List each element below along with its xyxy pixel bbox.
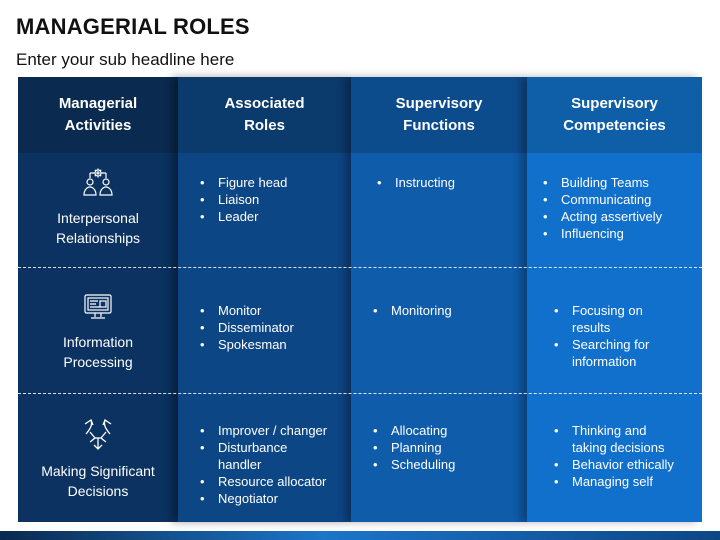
column-roles: Associated Roles Figure head Liaison Lea…	[178, 77, 351, 522]
row-divider	[18, 393, 702, 394]
page-subtitle: Enter your sub headline here	[16, 50, 235, 69]
list-item-line: Thinking and	[572, 423, 647, 438]
list-item: Figure head	[196, 174, 351, 191]
list-item-line: Disturbance	[218, 440, 288, 455]
list-item-line: taking decisions	[572, 440, 665, 455]
decision-arrows-icon	[81, 418, 115, 455]
functions-list: Instructing	[351, 153, 527, 191]
list-item: Negotiator	[196, 490, 351, 507]
header-line: Competencies	[563, 117, 666, 134]
list-item: Monitoring	[369, 302, 527, 319]
list-item: Spokesman	[196, 336, 351, 353]
functions-cell: Monitoring	[351, 267, 527, 393]
row-divider	[18, 267, 702, 268]
list-item: Influencing	[539, 225, 702, 242]
competencies-cell: Thinking and taking decisions Behavior e…	[527, 393, 702, 522]
activity-label: Interpersonal	[57, 210, 139, 226]
functions-cell: Allocating Planning Scheduling	[351, 393, 527, 522]
list-item: Behavior ethically	[550, 456, 702, 473]
list-item: Disturbance handler	[196, 439, 351, 473]
header-line: Managerial	[58, 95, 138, 112]
list-item-line: results	[572, 320, 611, 335]
header-activities: Managerial Activities	[18, 77, 178, 153]
list-item: Instructing	[373, 174, 527, 191]
list-item: Building Teams	[539, 174, 702, 191]
header-line: Supervisory	[395, 95, 483, 112]
list-item: Acting assertively	[539, 208, 702, 225]
functions-list: Allocating Planning Scheduling	[351, 393, 527, 473]
list-item: Scheduling	[369, 456, 527, 473]
list-item: Disseminator	[196, 319, 351, 336]
activity-label: Making Significant	[41, 463, 155, 479]
list-item: Managing self	[550, 473, 702, 490]
bottom-bar	[0, 531, 720, 540]
list-item: Liaison	[196, 191, 351, 208]
list-item-line: information	[572, 354, 637, 369]
competencies-cell: Focusing on results Searching for inform…	[527, 267, 702, 393]
activity-cell: Making Significant Decisions	[18, 393, 178, 522]
list-item: Allocating	[369, 422, 527, 439]
activity-label: Decisions	[67, 483, 129, 499]
header-roles: Associated Roles	[178, 77, 351, 153]
team-gear-icon	[81, 167, 115, 202]
list-item-line: Focusing on	[572, 303, 643, 318]
competencies-list: Thinking and taking decisions Behavior e…	[527, 393, 702, 490]
list-item: Monitor	[196, 302, 351, 319]
competencies-cell: Building Teams Communicating Acting asse…	[527, 153, 702, 267]
list-item: Planning	[369, 439, 527, 456]
list-item: Communicating	[539, 191, 702, 208]
roles-cell: Figure head Liaison Leader	[178, 153, 351, 267]
list-item: Leader	[196, 208, 351, 225]
list-item: Focusing on results	[550, 302, 702, 336]
list-item: Improver / changer	[196, 422, 351, 439]
column-functions: Supervisory Functions Instructing Monito…	[351, 77, 527, 522]
functions-cell: Instructing	[351, 153, 527, 267]
header-line: Activities	[64, 117, 132, 134]
header-line: Functions	[403, 117, 475, 134]
activity-cell: Interpersonal Relationships	[18, 153, 178, 267]
list-item: Resource allocator	[196, 473, 351, 490]
header-competencies: Supervisory Competencies	[527, 77, 702, 153]
roles-table: Managerial Activities	[18, 77, 702, 522]
header-line: Roles	[244, 117, 285, 134]
activity-label: Information	[62, 334, 134, 350]
header-functions: Supervisory Functions	[351, 77, 527, 153]
roles-list: Improver / changer Disturbance handler R…	[178, 393, 351, 507]
competencies-list: Focusing on results Searching for inform…	[527, 267, 702, 370]
column-activities: Managerial Activities	[18, 77, 178, 522]
list-item: Searching for information	[550, 336, 702, 370]
roles-cell: Improver / changer Disturbance handler R…	[178, 393, 351, 522]
list-item: Thinking and taking decisions	[550, 422, 702, 456]
roles-list: Monitor Disseminator Spokesman	[178, 267, 351, 353]
competencies-list: Building Teams Communicating Acting asse…	[527, 153, 702, 242]
list-item-line: handler	[218, 457, 262, 472]
list-item-line: Searching for	[572, 337, 650, 352]
header-line: Associated	[224, 95, 305, 112]
activity-cell: Information Processing	[18, 267, 178, 393]
monitor-icon	[83, 293, 113, 326]
functions-list: Monitoring	[351, 267, 527, 319]
activity-label: Relationships	[55, 230, 141, 246]
column-competencies: Supervisory Competencies Building Teams …	[527, 77, 702, 522]
roles-list: Figure head Liaison Leader	[178, 153, 351, 225]
page-title: MANAGERIAL ROLES	[16, 14, 250, 39]
header-line: Supervisory	[571, 95, 658, 112]
activity-label: Processing	[63, 354, 133, 370]
roles-cell: Monitor Disseminator Spokesman	[178, 267, 351, 393]
